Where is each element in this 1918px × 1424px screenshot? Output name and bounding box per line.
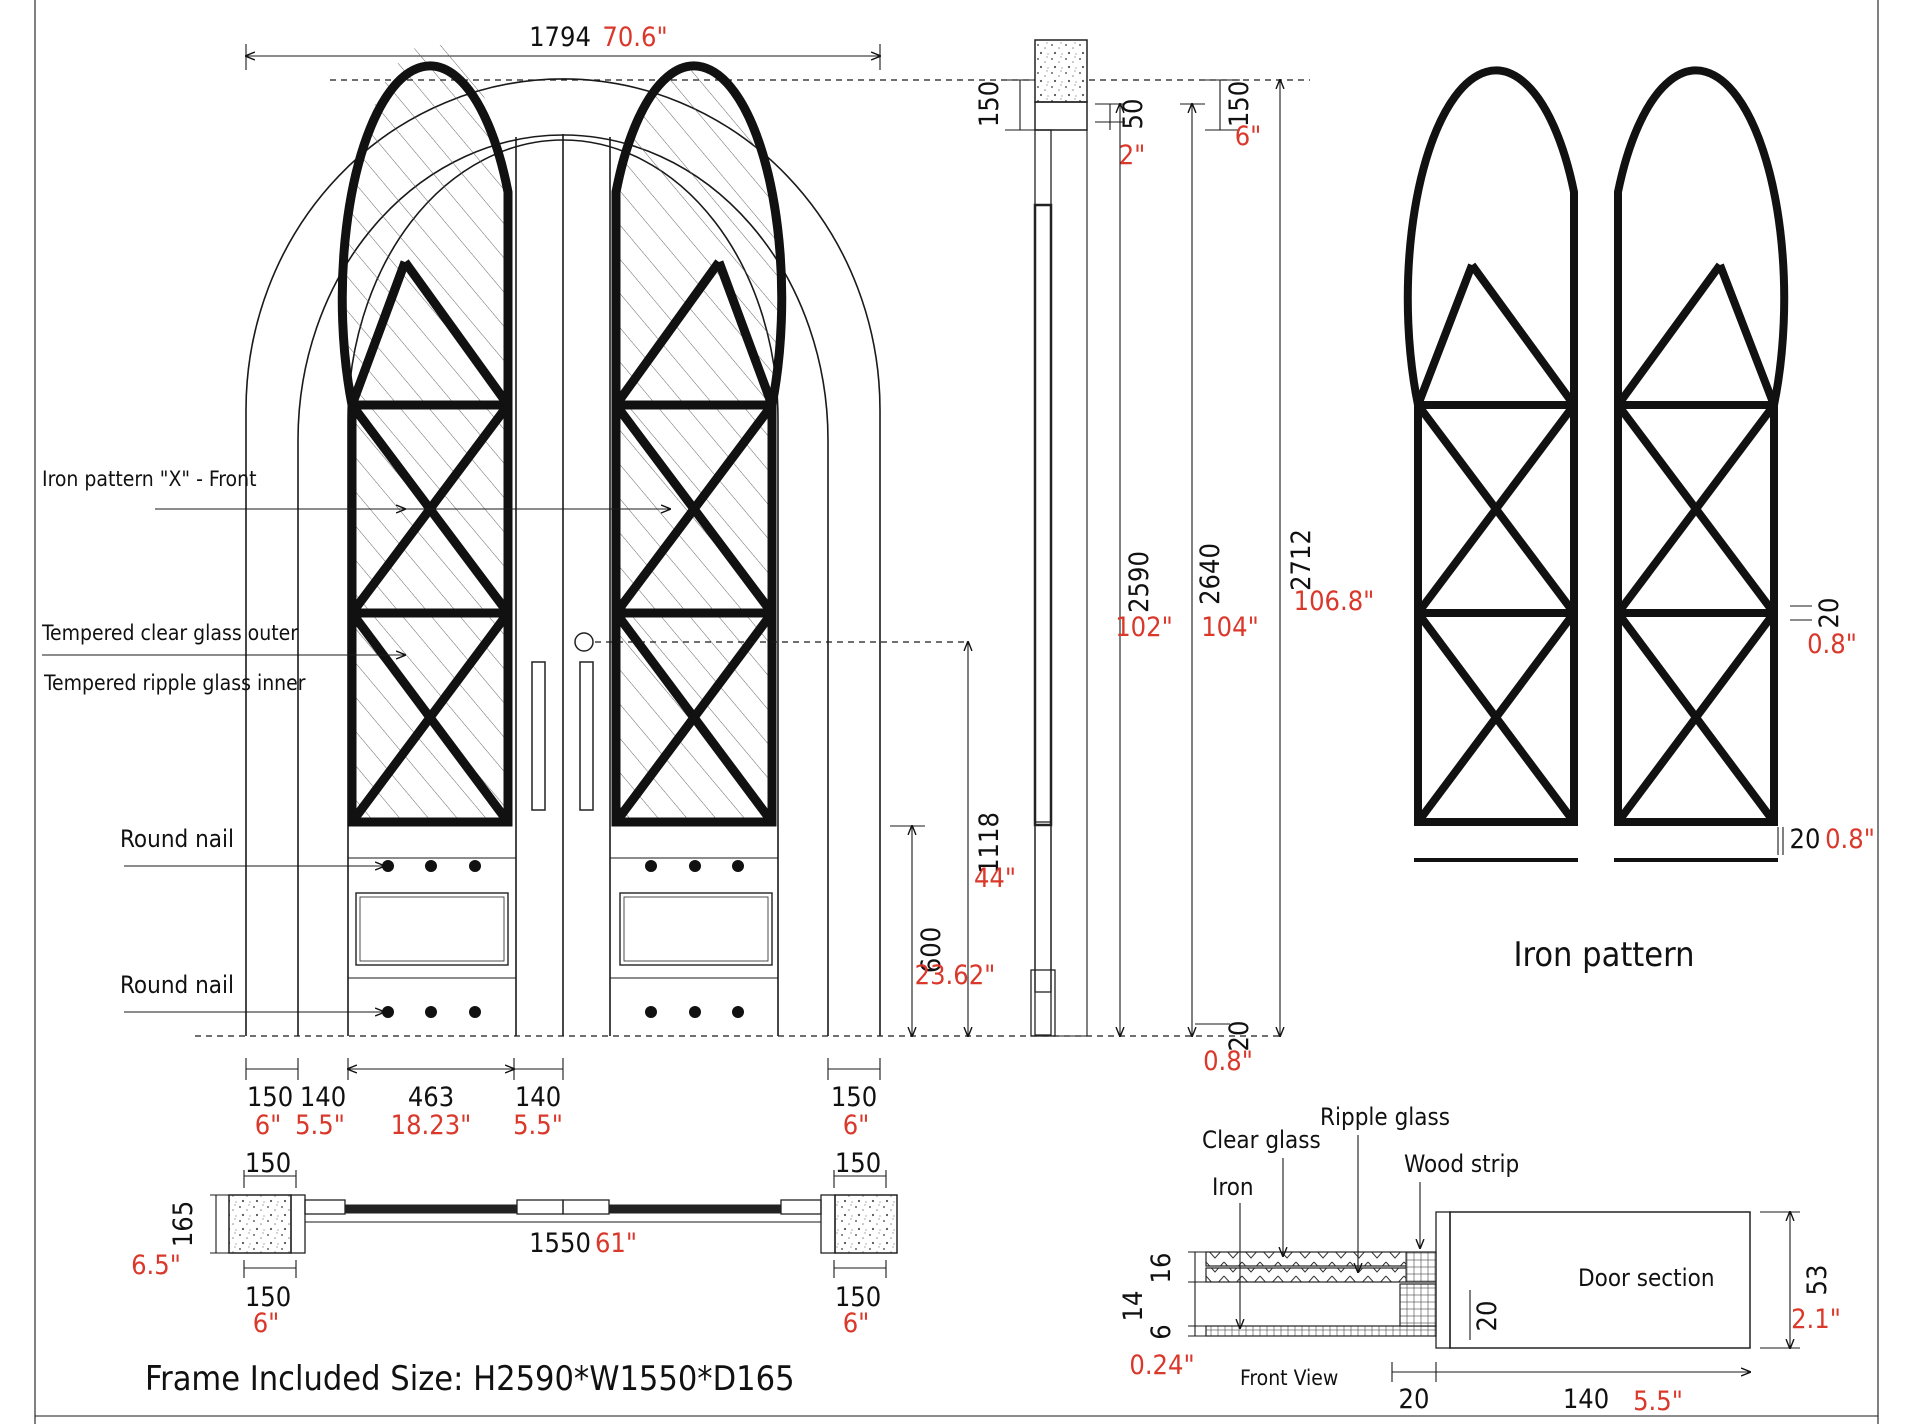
dim-2640-in: 104" <box>1201 612 1259 643</box>
dim-sec-150: 150 <box>974 81 1005 127</box>
dim-plan-150-bl: 150 <box>245 1282 291 1313</box>
dim-sec-50: 50 <box>1118 99 1149 130</box>
right-handle <box>579 661 594 811</box>
round-nails <box>382 860 744 1018</box>
dim-ip-20-bot: 20 <box>1790 824 1821 855</box>
dim-2712-in: 106.8" <box>1294 586 1375 617</box>
dim-bw-2-mm: 463 <box>408 1082 454 1113</box>
left-handle <box>531 661 546 811</box>
label-door-section: Door section <box>1578 1264 1715 1292</box>
dim-ip-20-mid: 20 <box>1814 598 1845 629</box>
front-elevation: 1794 70.6" <box>41 22 1310 1141</box>
dim-ds-55: 5.5" <box>1633 1386 1683 1417</box>
dim-bw-1-in: 5.5" <box>295 1110 345 1141</box>
wood-strip <box>1399 1283 1437 1327</box>
dim-bw-2-in: 18.23" <box>391 1110 472 1141</box>
dim-ip-20-bot-in: 0.8" <box>1825 824 1875 855</box>
dim-2590: 2590 <box>1124 551 1155 613</box>
dim-sec-2in: 2" <box>1119 140 1146 171</box>
dim-2640: 2640 <box>1195 543 1226 605</box>
plan-right-wall <box>834 1194 898 1254</box>
dim-plan-165: 165 <box>168 1201 199 1247</box>
label-wood-strip: Wood strip <box>1404 1150 1519 1178</box>
frame-size-label: Frame Included Size: H2590*W1550*D165 <box>145 1359 795 1399</box>
label-round-nail-bottom: Round nail <box>120 971 234 999</box>
left-kick-panel <box>355 892 509 966</box>
dim-bottom-20: 20 <box>1224 1021 1255 1052</box>
dim-ip-20-mid-in: 0.8" <box>1807 629 1857 660</box>
dim-600-in: 23.62" <box>915 960 996 991</box>
dim-plan-6-br: 6" <box>843 1308 870 1339</box>
right-glass-panel <box>611 61 787 827</box>
dim-ds-6: 6 <box>1146 1324 1177 1339</box>
label-iron: Iron <box>1212 1173 1254 1201</box>
dim-plan-1550-in: 61" <box>595 1228 637 1259</box>
door-section-detail: Clear glass Ripple glass Wood strip Iron… <box>1118 1103 1841 1417</box>
iron-pattern-view: 20 0.8" 20 0.8" Iron pattern <box>1403 66 1875 975</box>
label-front-view: Front View <box>1240 1366 1338 1390</box>
dim-2590-in: 102" <box>1115 612 1173 643</box>
dim-plan-150-br: 150 <box>835 1282 881 1313</box>
dim-bottom-20-in: 0.8" <box>1203 1046 1253 1077</box>
dim-bw-1-mm: 140 <box>300 1082 346 1113</box>
dim-ds-16: 16 <box>1146 1253 1177 1284</box>
dim-top-6in: 6" <box>1235 121 1262 152</box>
dim-bw-0-mm: 150 <box>247 1082 293 1113</box>
dim-plan-165-in: 6.5" <box>131 1250 181 1281</box>
dim-ds-14: 14 <box>1118 1291 1149 1322</box>
dim-2712: 2712 <box>1286 529 1317 591</box>
plan-view: 150 150 165 6.5" 1550 61" 150 6" 150 6" … <box>131 1148 898 1399</box>
label-tempered-outer: Tempered clear glass outer <box>41 621 298 645</box>
dim-plan-150-tr: 150 <box>835 1148 881 1179</box>
plan-left-wall <box>228 1194 292 1254</box>
dim-bw-4-mm: 150 <box>831 1082 877 1113</box>
dim-top-width-in: 70.6" <box>602 22 667 53</box>
section-head-block <box>1034 39 1088 103</box>
dim-plan-150-tl: 150 <box>245 1148 291 1179</box>
label-ripple-glass: Ripple glass <box>1320 1103 1450 1131</box>
dim-1118-in: 44" <box>974 863 1016 894</box>
dim-ds-53: 53 <box>1802 1265 1833 1296</box>
dim-ds-20v: 20 <box>1472 1301 1503 1332</box>
iron-pattern-title: Iron pattern <box>1514 935 1695 975</box>
bottom-width-dims: 150 6" 140 5.5" 463 18.23" 140 5.5" 150 … <box>245 1058 881 1141</box>
dim-plan-1550: 1550 <box>529 1228 591 1259</box>
dim-top-150: 150 <box>1224 81 1255 127</box>
iron-layer <box>1205 1325 1437 1337</box>
dim-bw-4-in: 6" <box>843 1110 870 1141</box>
label-iron-pattern-front: Iron pattern "X" - Front <box>42 467 256 491</box>
dim-bw-0-in: 6" <box>255 1110 282 1141</box>
outer-frame <box>245 78 881 1036</box>
dim-ds-20: 20 <box>1399 1384 1430 1415</box>
dim-bw-3-mm: 140 <box>515 1082 561 1113</box>
dim-ds-53-in: 2.1" <box>1791 1304 1841 1335</box>
label-clear-glass: Clear glass <box>1202 1126 1321 1154</box>
dim-1118: 1118 <box>974 812 1005 874</box>
left-glass-panel <box>337 43 513 827</box>
side-section: 150 50 2" 2590 102" 2640 104" 150 6" 271… <box>974 39 1375 1077</box>
lock-hole <box>574 632 594 652</box>
dim-ds-140: 140 <box>1563 1384 1609 1415</box>
label-round-nail-top: Round nail <box>120 825 234 853</box>
right-kick-panel <box>619 892 773 966</box>
label-tempered-inner: Tempered ripple glass inner <box>43 671 306 695</box>
dim-bw-3-in: 5.5" <box>513 1110 563 1141</box>
dim-plan-6-bl: 6" <box>253 1308 280 1339</box>
dim-600: 600 <box>916 927 947 973</box>
dim-ds-024: 0.24" <box>1129 1350 1194 1381</box>
dim-top-width-mm: 1794 <box>529 22 591 53</box>
